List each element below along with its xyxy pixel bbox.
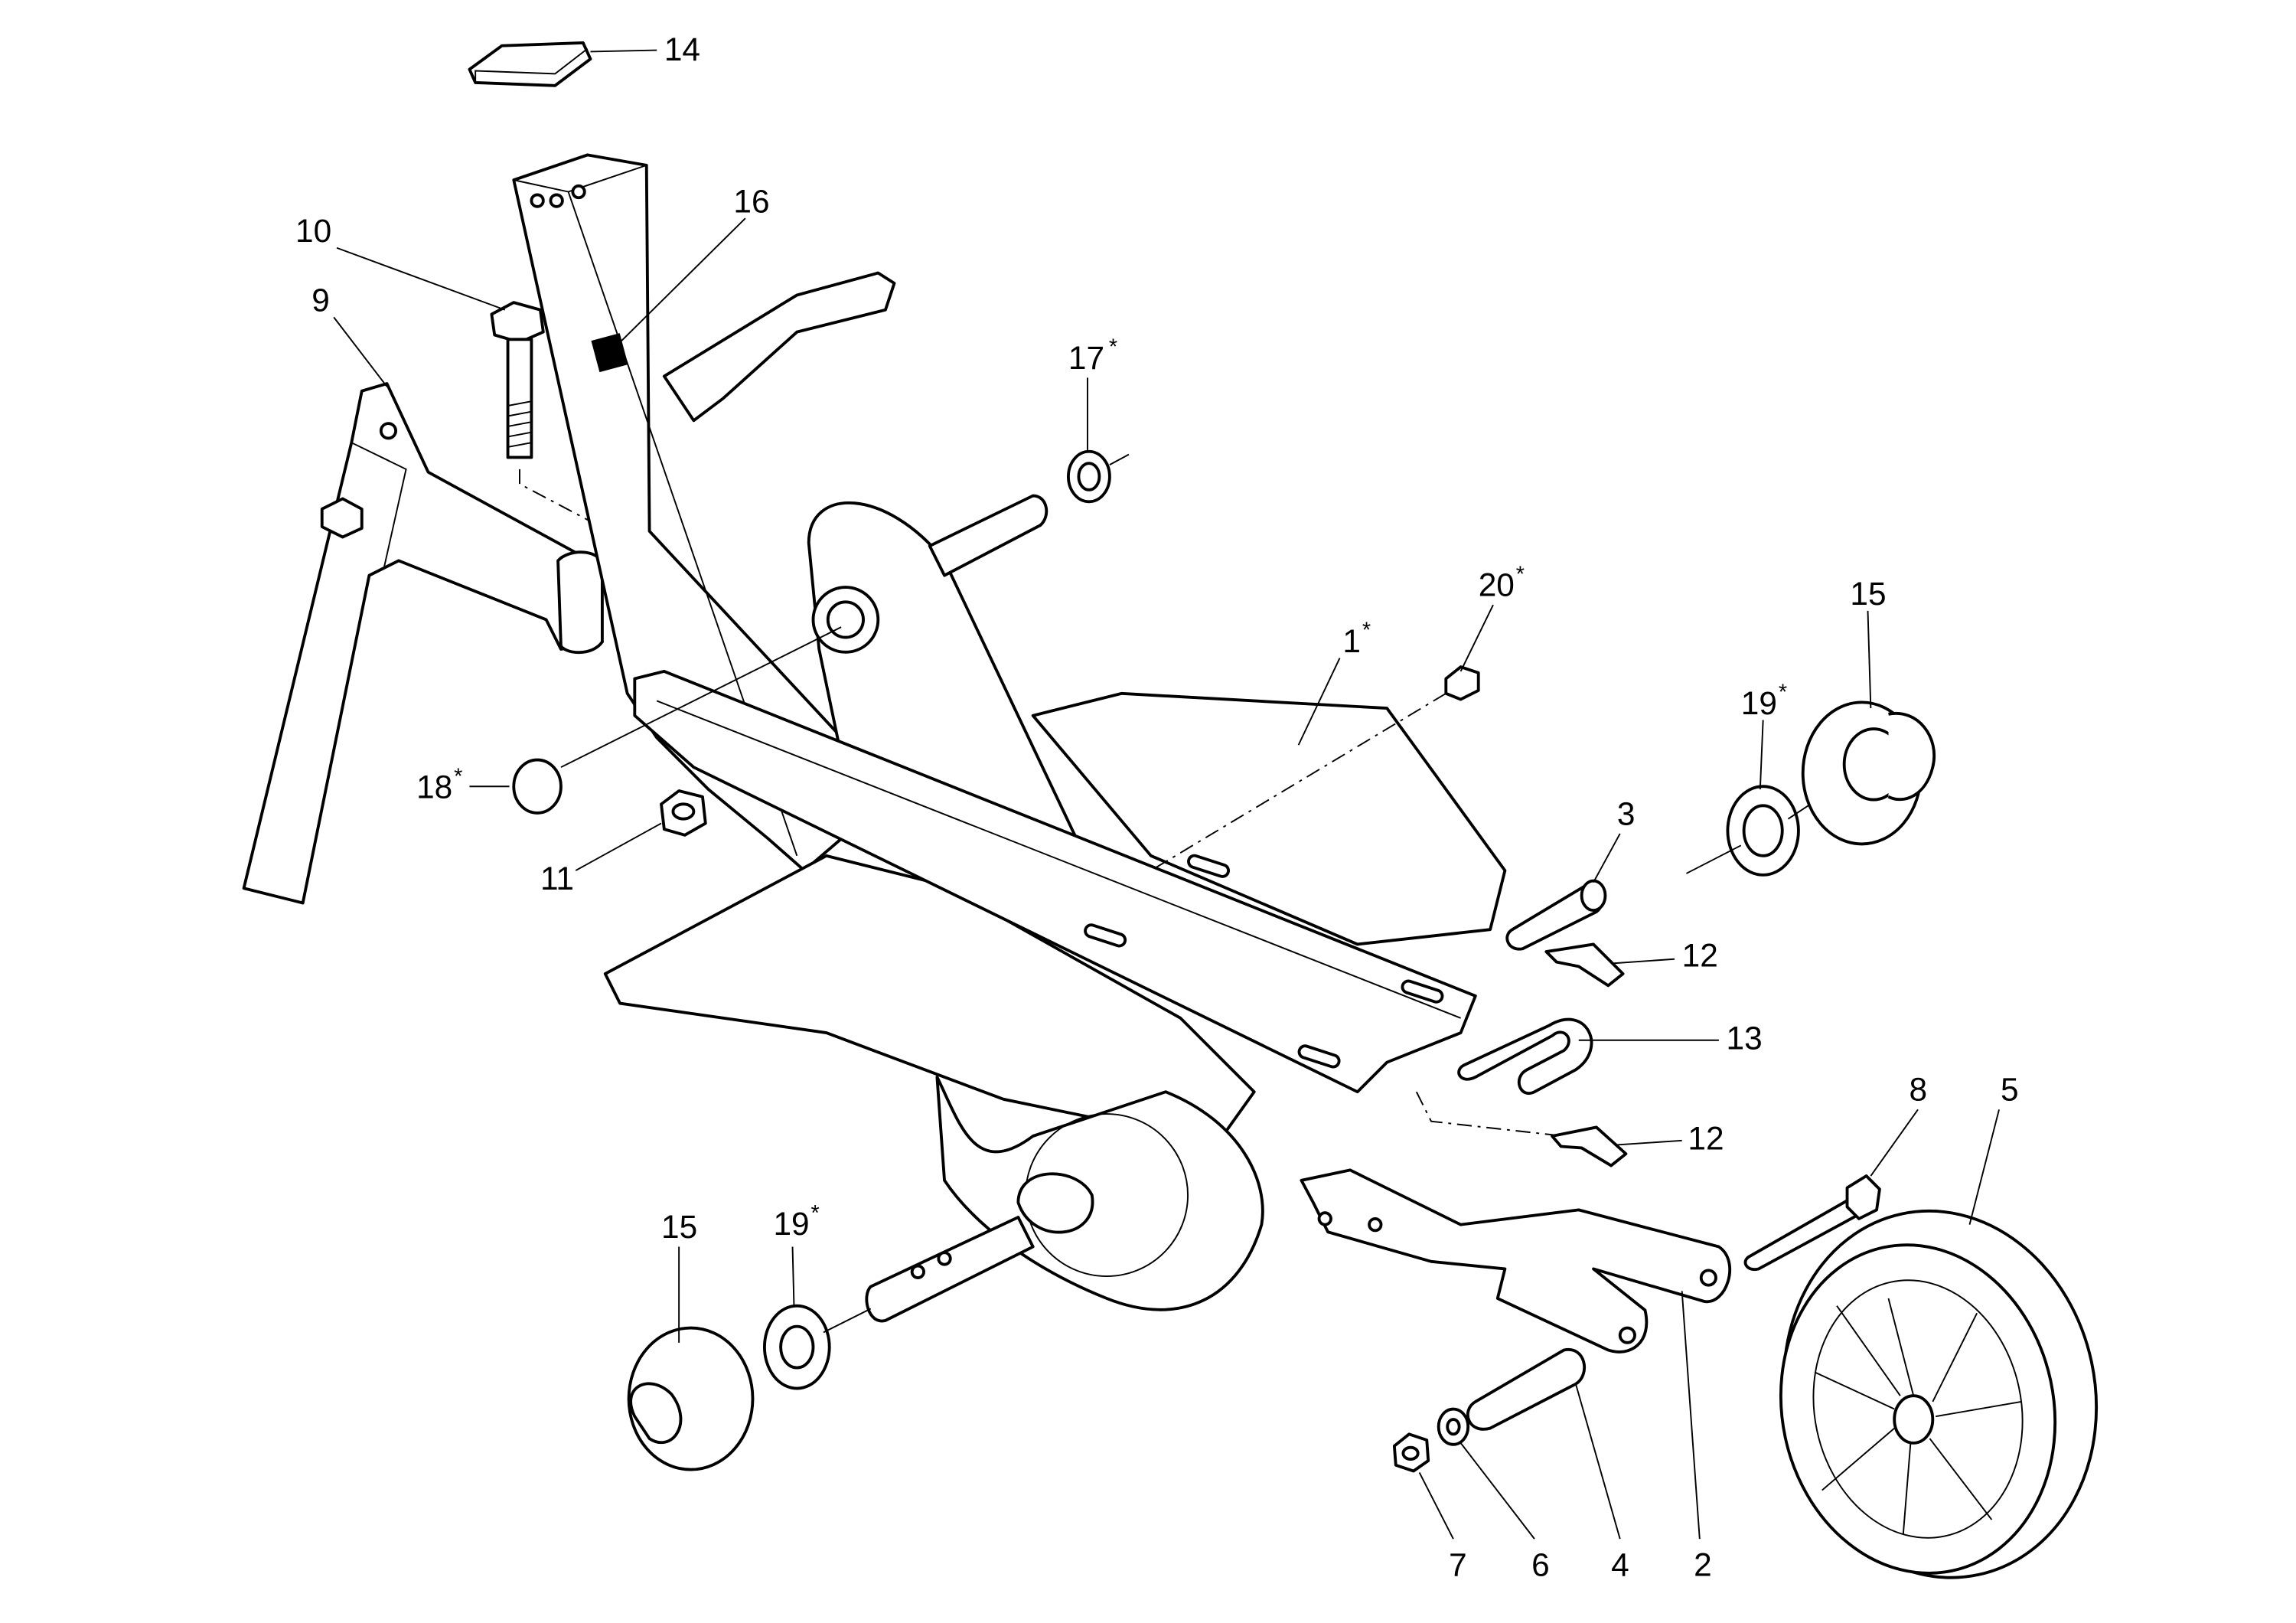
callout-17: 17* [1068, 335, 1117, 376]
callout-13: 13 [1726, 1020, 1762, 1056]
callout-10: 10 [295, 213, 331, 249]
callout-8: 8 [1909, 1072, 1927, 1108]
part-11-nut [660, 789, 707, 837]
part-8-bolt [1743, 1174, 1881, 1272]
callout-15-left: 15 [661, 1209, 697, 1245]
callout-19-right: 19* [1741, 681, 1787, 721]
part-7-nut [1392, 1432, 1430, 1473]
callout-18: 18* [416, 764, 462, 805]
callout-5: 5 [2001, 1072, 2019, 1108]
callout-20: 20* [1479, 562, 1525, 603]
leader-lines [333, 49, 2000, 1540]
part-5-wheel [1779, 1209, 2099, 1579]
part-19-bearing-right [1686, 766, 1867, 877]
part-17-washer [560, 449, 1130, 769]
part-10-bolt [490, 301, 545, 459]
part-15-hub-cap-left [627, 1326, 755, 1471]
part-1-frame [512, 153, 1507, 1323]
part-3-pin [1505, 879, 1607, 951]
callout-6: 6 [1531, 1546, 1550, 1582]
callout-2: 2 [1694, 1546, 1712, 1582]
part-15-hub-cap-right [1801, 700, 1936, 846]
part-9-handle-bracket [242, 382, 604, 905]
callout-1: 1* [1342, 619, 1371, 659]
callout-12-upper: 12 [1682, 937, 1718, 973]
callout-15-right: 15 [1850, 576, 1886, 612]
part-13-u-pin [1415, 1017, 1593, 1137]
callout-16: 16 [733, 184, 769, 220]
callout-11: 11 [540, 860, 574, 896]
part-12-clip-lower [1551, 1125, 1628, 1167]
callout-3: 3 [1617, 795, 1636, 831]
callout-12-lower: 12 [1688, 1120, 1724, 1156]
part-4-spacer [1466, 1348, 1587, 1431]
callout-7: 7 [1449, 1546, 1467, 1582]
callout-19-left: 19* [773, 1201, 819, 1242]
callout-14: 14 [664, 31, 700, 67]
part-2-bracket [1300, 1168, 1732, 1354]
part-12-clip-upper [1544, 942, 1625, 988]
part-20-fitting [1150, 665, 1480, 871]
part-19-bearing-left [708, 1304, 872, 1396]
callout-9: 9 [311, 282, 330, 318]
part-14-end-cap [468, 41, 592, 87]
part-6-washer [1437, 1407, 1470, 1446]
callout-4: 4 [1611, 1546, 1629, 1582]
part-18-plug [512, 758, 563, 815]
